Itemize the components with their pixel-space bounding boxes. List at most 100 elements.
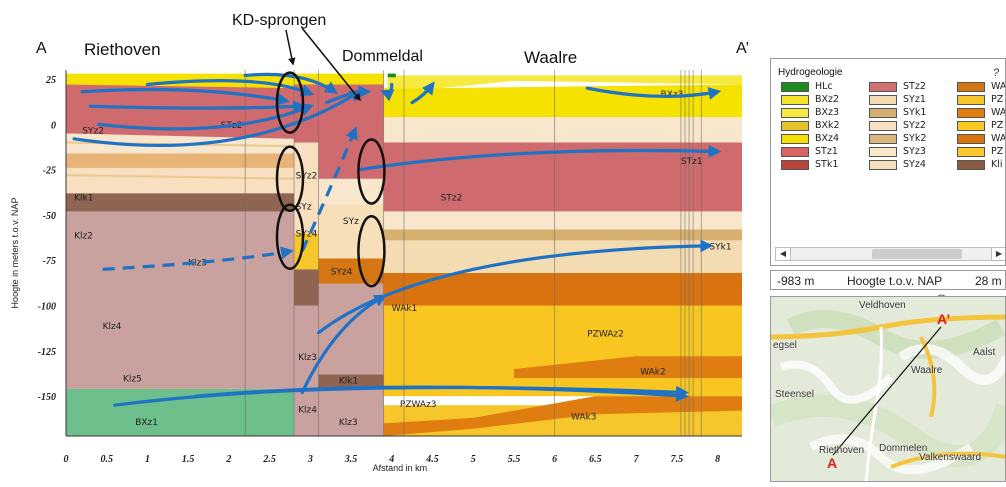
legend-label: WA: [991, 81, 1006, 92]
legend-item: SYz4: [869, 159, 926, 171]
layer-bxz3-right: [387, 75, 742, 89]
flow-arrow-3: [145, 79, 314, 97]
legend-label: PZ: [991, 120, 1004, 131]
height-max-value: 28 m: [975, 274, 1002, 288]
map-label-valkenswaard: Valkenswaard: [919, 452, 982, 463]
y-tick-label: -100: [38, 302, 56, 313]
layer-pz-fault: [294, 233, 319, 270]
legend-label: PZ: [991, 94, 1004, 105]
layer-label: SYz4: [331, 268, 353, 278]
x-tick-label: 3.5: [344, 454, 358, 465]
legend-item: SYk2: [869, 133, 926, 145]
layer-klz-mid: [318, 283, 384, 375]
legend-item: PZ: [957, 146, 1003, 158]
y-tick-label: 25: [45, 75, 56, 86]
layer-syz-right: [383, 211, 742, 230]
map-label-egsel: egsel: [773, 340, 797, 351]
map-graphics: [771, 297, 1005, 481]
flow-arrow-15: [300, 294, 387, 395]
scroll-left-icon[interactable]: ◀: [776, 248, 791, 260]
legend-swatch: [781, 81, 809, 92]
x-axis-label: Afstand in km: [373, 463, 428, 473]
legend-item: BXz3: [781, 107, 839, 119]
legend-swatch: [869, 81, 897, 92]
y-tick-label: -25: [43, 166, 56, 177]
legend-swatch: [781, 120, 809, 131]
legend-swatch: [781, 146, 809, 157]
flow-arrow-14: [194, 385, 689, 402]
y-tick-label: -150: [38, 392, 56, 403]
layer-label: WAk2: [640, 367, 666, 377]
legend-scrollbar[interactable]: ◀ ▶: [775, 247, 1005, 261]
x-tick-label: 0: [64, 454, 69, 465]
legend-item: STz1: [781, 146, 838, 158]
y-tick-label: -75: [43, 256, 56, 267]
height-min-value: -983 m: [777, 274, 815, 288]
legend-label: SYz4: [903, 159, 926, 170]
kd-jump-circle-2: [275, 145, 305, 212]
riethoven-label: Riethoven: [84, 40, 161, 59]
y-tick-label: 0: [51, 120, 56, 131]
layer-syz-fault: [294, 142, 319, 234]
legend-swatch: [869, 107, 897, 118]
layer-label: Klz3: [339, 418, 358, 428]
layer-hlc: [387, 73, 396, 78]
map-marker-a-prime: A’: [937, 311, 951, 327]
scroll-right-icon[interactable]: ▶: [991, 248, 1005, 260]
map-marker-a: A: [827, 455, 838, 471]
kd-sprongen-label: KD-sprongen: [232, 12, 327, 29]
layer-syk-left: [66, 153, 295, 168]
legend-swatch: [869, 120, 897, 131]
layer-klk-fault: [294, 269, 319, 306]
x-tick-label: 3: [307, 454, 313, 465]
flow-arrow-8: [380, 82, 395, 102]
scroll-thumb[interactable]: [872, 249, 962, 259]
layer-label: Klz5: [123, 375, 142, 385]
layer-line-2: [65, 174, 295, 180]
legend-swatch: [869, 94, 897, 105]
flow-arrow-9: [410, 81, 435, 105]
layer-label: SYz: [343, 217, 359, 227]
x-tick-label: 2: [225, 454, 231, 465]
legend-label: STk1: [815, 159, 839, 170]
layer-label: SYk1: [709, 242, 731, 252]
help-icon[interactable]: ?: [993, 67, 1000, 79]
legend-label: BXk2: [815, 120, 840, 131]
section-start-label: A: [36, 40, 47, 57]
x-tick-label: 1: [145, 454, 150, 465]
x-tick-label: 6.5: [589, 454, 602, 465]
kd-jump-circle-3: [275, 203, 305, 270]
legend-label: WA: [991, 107, 1006, 118]
legend-item: PZ: [957, 94, 1003, 106]
x-tick-label: 4.5: [425, 454, 439, 465]
kd-jump-circle-4: [357, 138, 386, 205]
legend-label: STz2: [903, 81, 926, 92]
layer-bxz-mid: [318, 73, 384, 85]
layer-label: SYz2: [296, 172, 318, 182]
map-label-riethoven: Riethoven: [819, 445, 865, 456]
layer-label: SYz: [296, 203, 312, 213]
layer-klz: [66, 193, 295, 389]
legend-swatch: [957, 146, 985, 157]
dommeldal-label: Dommeldal: [342, 48, 423, 65]
flow-arrow-2: [88, 100, 307, 113]
flow-arrow-12: [316, 239, 714, 335]
legend-title: Hydrogeologie: [778, 67, 843, 78]
flow-arrow-6: [72, 89, 363, 147]
layer-label: BXz1: [135, 418, 158, 428]
location-map[interactable]: Veldhoven egsel Aalst Waalre Steensel Ri…: [770, 296, 1006, 482]
x-tick-label: 7: [634, 454, 640, 465]
legend-label: BXz3: [815, 107, 840, 118]
layer-stz-mid: [318, 84, 384, 179]
legend-swatch: [869, 159, 897, 170]
layer-label: STz2: [441, 193, 463, 203]
layer-wak1: [383, 272, 742, 306]
layer-label: WAk1: [392, 304, 418, 314]
legend-item: STz2: [869, 81, 926, 93]
x-tick-label: 7.5: [671, 454, 684, 465]
layer-klk1-mid: [318, 374, 384, 389]
flow-arrow-1: [80, 87, 290, 106]
layer-label: Klz4: [298, 405, 317, 415]
layer-wa-mid: [318, 258, 384, 284]
